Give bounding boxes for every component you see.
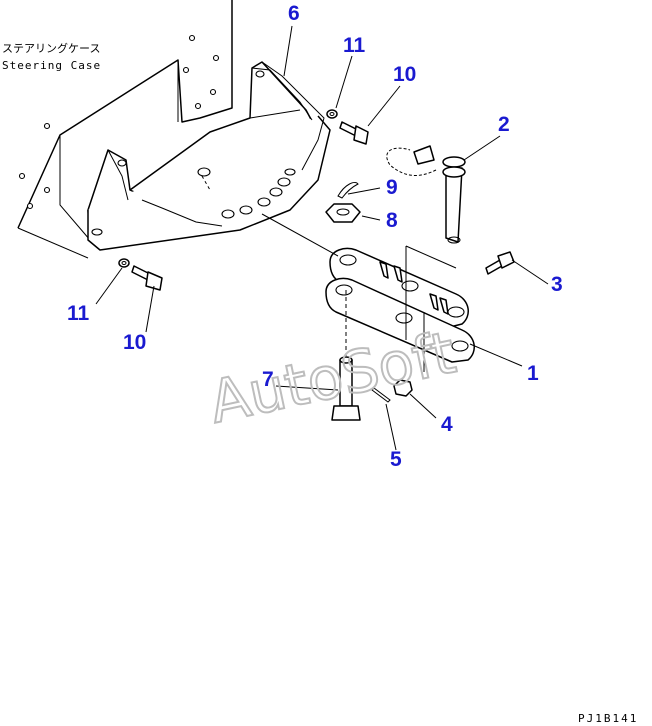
link-part-1 [325,245,475,372]
callout-10-upper: 10 [393,63,416,86]
chain [386,145,437,176]
callout-1: 1 [527,362,539,385]
callout-10-lower: 10 [123,331,146,354]
callout-8: 8 [386,209,398,232]
nut-part-4 [393,379,413,397]
callout-11-lower: 11 [67,302,90,325]
washer-11-lower [118,258,130,268]
pin-part-2 [442,156,466,244]
leader-lines [95,25,549,451]
callout-11-upper: 11 [343,34,366,57]
steering-case-label-jp: ステアリングケース [2,41,100,55]
callout-6: 6 [288,2,300,25]
bracket-part-6 [87,61,331,251]
callout-3: 3 [551,273,563,296]
callout-5: 5 [390,448,402,471]
nut-8 [325,203,361,223]
drawing-code: PJ1B141 [578,712,638,725]
bolt-10-upper [339,121,369,145]
split-pin-9 [337,182,359,199]
callout-7: 7 [262,368,274,391]
bolt-part-3 [485,251,515,275]
assembly-line [261,213,339,257]
split-pin-5 [371,387,391,403]
bolt-part-7 [331,290,361,421]
bolt-10-lower [131,265,163,291]
steering-case [17,0,233,259]
washer-11-upper [326,109,338,119]
callout-9: 9 [386,176,398,199]
steering-case-label-en: Steering Case [2,59,101,72]
callout-4: 4 [441,413,453,436]
callout-2: 2 [498,113,510,136]
